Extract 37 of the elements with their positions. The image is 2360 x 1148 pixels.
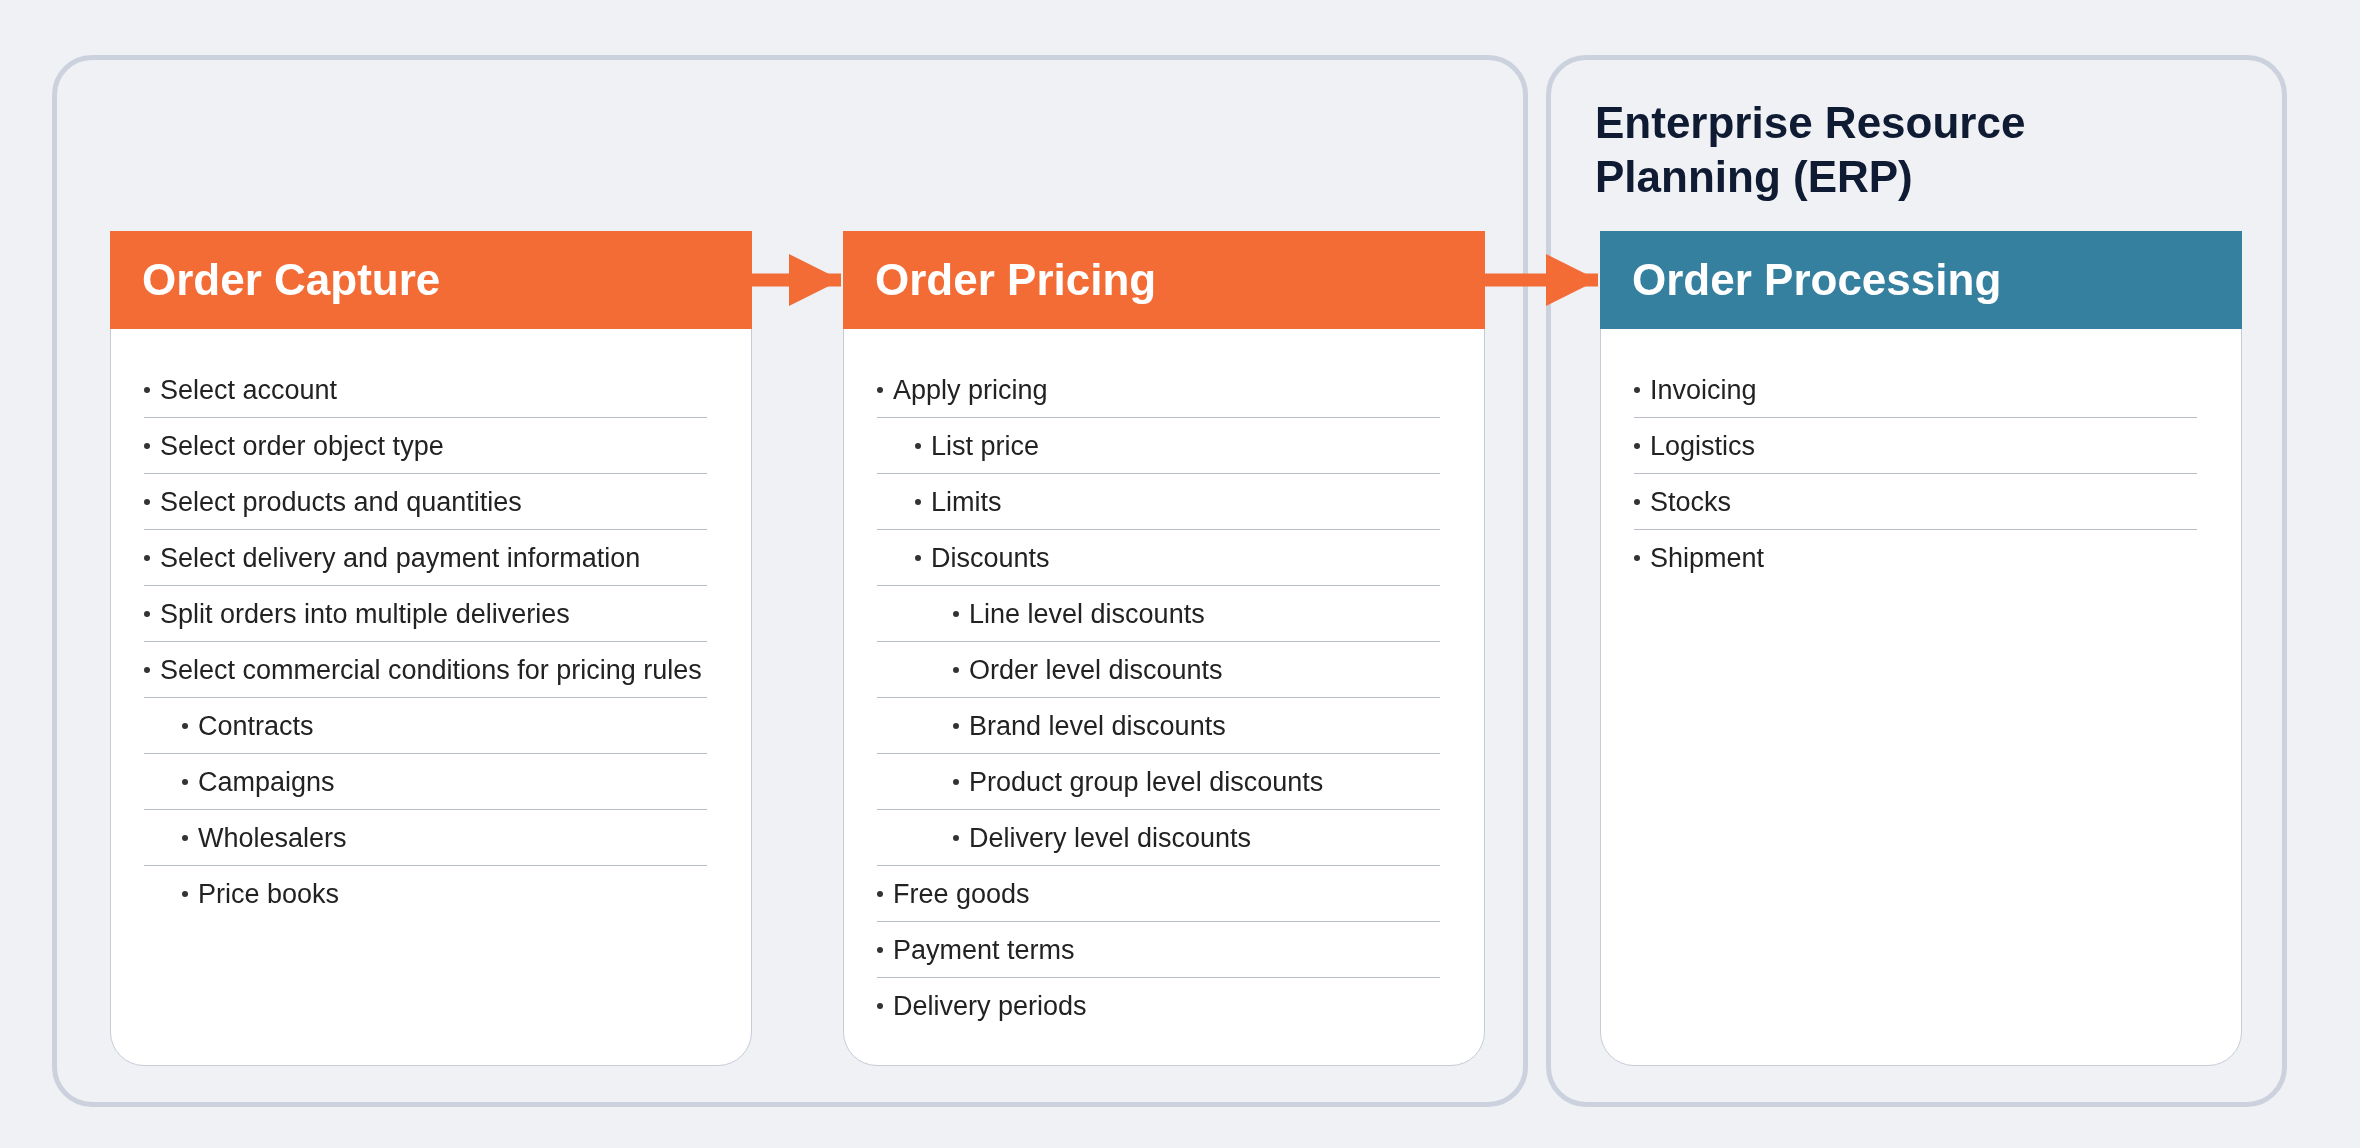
- card-header: Order Processing: [1600, 231, 2242, 329]
- list-item: Wholesalers: [144, 810, 707, 866]
- list-item: Discounts: [877, 530, 1440, 586]
- list-item: Payment terms: [877, 922, 1440, 978]
- list-item: Stocks: [1634, 474, 2197, 530]
- list-item: Delivery periods: [877, 978, 1440, 1034]
- list-item: Select account: [144, 362, 707, 418]
- list-item: Price books: [144, 866, 707, 922]
- list-item: Campaigns: [144, 754, 707, 810]
- list-item: Logistics: [1634, 418, 2197, 474]
- list-item: Contracts: [144, 698, 707, 754]
- list-item: Split orders into multiple deliveries: [144, 586, 707, 642]
- group-title: Enterprise Resource Planning (ERP): [1595, 97, 2027, 203]
- list-item: Select order object type: [144, 418, 707, 474]
- group-panel: [52, 55, 1528, 1107]
- list-item: Product group level discounts: [877, 754, 1440, 810]
- list-item: Delivery level discounts: [877, 810, 1440, 866]
- card-panel: [1600, 231, 2242, 1066]
- list-item: Limits: [877, 474, 1440, 530]
- group-panel: [1546, 55, 2287, 1107]
- list-item: Free goods: [877, 866, 1440, 922]
- list-item: Shipment: [1634, 530, 2197, 586]
- list-item: Line level discounts: [877, 586, 1440, 642]
- list-item: Order level discounts: [877, 642, 1440, 698]
- card-panel: [110, 231, 752, 1066]
- list-item: Select delivery and payment information: [144, 530, 707, 586]
- arrow: [1485, 254, 1598, 306]
- list-item: Select commercial conditions for pricing rules: [144, 642, 707, 698]
- card-header: Order Capture: [110, 231, 752, 329]
- list-item: Select products and quantities: [144, 474, 707, 530]
- card-header: Order Pricing: [843, 231, 1485, 329]
- list-item: List price: [877, 418, 1440, 474]
- list-item: Brand level discounts: [877, 698, 1440, 754]
- card-panel: [843, 231, 1485, 1066]
- arrow: [752, 254, 841, 306]
- list-item: Invoicing: [1634, 362, 2197, 418]
- list-item: Apply pricing: [877, 362, 1440, 418]
